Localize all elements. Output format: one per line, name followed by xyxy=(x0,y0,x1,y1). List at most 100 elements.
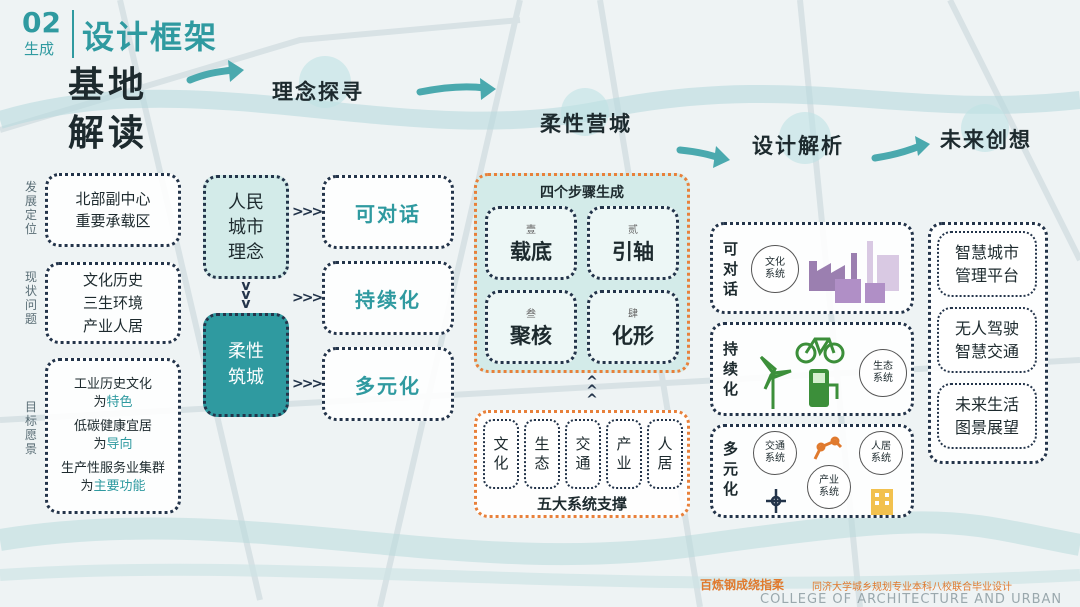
analysis-traffic-circle: 交通 系统 xyxy=(753,431,797,475)
goal-2-line: 低碳健康宜居 xyxy=(73,419,152,434)
analysis-culture-circle: 文化 系统 xyxy=(751,245,799,293)
step-card-4-num: 肆 xyxy=(628,308,638,320)
concept-people-city-text: 人民 城市 理念 xyxy=(228,191,264,263)
bicycle-icon xyxy=(795,337,845,364)
step-card-4: 肆 化形 xyxy=(587,290,679,364)
analysis-ecology-circle: 生态 系统 xyxy=(859,349,907,397)
system-culture-text: 文化 xyxy=(493,435,509,472)
site-box-positioning: 北部副中心 重要承载区 xyxy=(45,173,181,247)
goal-1-highlight: 特色 xyxy=(106,395,133,410)
concept-flexible-build: 柔性 筑城 xyxy=(203,313,289,417)
site-box-problems: 文化历史 三生环境 产业人居 xyxy=(45,262,181,344)
factory-icon xyxy=(809,241,899,303)
five-systems-panel: 文化 生态 交通 产业 人居 五大系统支撑 xyxy=(474,410,690,518)
label-problems: 现状问题 xyxy=(24,270,37,326)
step-card-3: 叁 聚核 xyxy=(485,290,577,364)
step-design-analysis: 设计解析 xyxy=(752,134,844,158)
analysis-diverse: 多 元 化 交通 系统 产业 系统 人居 系统 xyxy=(710,424,914,518)
section-sub: 生成 xyxy=(24,40,55,58)
step-card-2: 贰 引轴 xyxy=(587,206,679,280)
system-culture: 文化 xyxy=(483,419,519,489)
goal-3-highlight: 主要功能 xyxy=(93,479,146,494)
system-ecology-text: 生态 xyxy=(534,435,550,472)
future-autonomous-text: 无人驾驶 智慧交通 xyxy=(954,319,1019,361)
goal-1-prefix: 为 xyxy=(93,395,107,410)
concept-diverse: 多元化 xyxy=(322,347,454,421)
system-traffic-text: 交通 xyxy=(575,435,591,472)
site-box-problems-text: 文化历史 三生环境 产业人居 xyxy=(82,270,143,335)
section-number: 02 xyxy=(22,6,61,39)
step-card-1-label: 载底 xyxy=(510,239,552,264)
system-ecology: 生态 xyxy=(524,419,560,489)
label-development: 发展定位 xyxy=(24,180,37,236)
site-box-goals: 工业历史文化为特色 低碳健康宜居为导向 生产性服务业集群为主要功能 xyxy=(45,358,181,514)
four-steps-title: 四个步骤生成 xyxy=(540,185,624,201)
five-systems-title: 五大系统支撑 xyxy=(536,495,627,513)
goal-1-line: 工业历史文化 xyxy=(73,377,152,392)
analysis-industry-circle-text: 产业 系统 xyxy=(819,475,839,498)
system-living: 人居 xyxy=(647,419,683,489)
step-concept: 理念探寻 xyxy=(272,80,364,104)
goal-3-line: 生产性服务业集群 xyxy=(60,461,165,476)
analysis-diverse-label: 多 元 化 xyxy=(723,440,739,498)
concept-sustainable-text: 持续化 xyxy=(355,287,421,312)
system-industry-text: 产业 xyxy=(616,435,632,472)
chevron-up-icon: ^^^ xyxy=(586,374,598,408)
wind-turbine-icon xyxy=(759,355,792,409)
concept-dialogue-text: 可对话 xyxy=(355,201,421,226)
concept-flexible-build-text: 柔性 筑城 xyxy=(228,341,264,388)
analysis-traffic-circle-text: 交通 系统 xyxy=(765,441,785,464)
future-smart-city: 智慧城市 管理平台 xyxy=(937,231,1037,297)
signal-tower-icon xyxy=(766,489,786,513)
analysis-living-circle: 人居 系统 xyxy=(859,431,903,475)
system-industry: 产业 xyxy=(606,419,642,489)
label-vision: 目标愿景 xyxy=(24,400,37,456)
analysis-culture-circle-text: 文化 系统 xyxy=(765,257,785,280)
system-traffic: 交通 xyxy=(565,419,601,489)
step-card-1-num: 壹 xyxy=(526,224,536,236)
concept-sustainable: 持续化 xyxy=(322,261,454,335)
step-card-1: 壹 载底 xyxy=(485,206,577,280)
page-title: 设计框架 xyxy=(82,18,219,56)
step-site-reading: 基地 解读 xyxy=(68,65,149,154)
future-life-text: 未来生活 图景展望 xyxy=(954,395,1019,437)
concept-diverse-text: 多元化 xyxy=(355,373,421,398)
goal-2-prefix: 为 xyxy=(93,437,107,452)
step-card-3-label: 聚核 xyxy=(510,323,552,348)
step-future: 未来创想 xyxy=(940,128,1032,152)
analysis-sustainable: 持 续 化 生态 系统 xyxy=(710,322,914,416)
footer-slogan: 百炼钢成绕指柔 xyxy=(700,578,785,592)
arrow-right-1: >>> xyxy=(292,204,323,220)
footer-college: COLLEGE OF ARCHITECTURE AND URBAN xyxy=(760,592,1063,607)
analysis-industry-circle: 产业 系统 xyxy=(807,465,851,509)
step-card-2-num: 贰 xyxy=(628,224,638,236)
site-box-positioning-text: 北部副中心 重要承载区 xyxy=(75,190,151,230)
system-living-text: 人居 xyxy=(657,435,673,472)
step-card-3-num: 叁 xyxy=(526,308,536,320)
four-steps-panel: 四个步骤生成 壹 载底 贰 引轴 叁 聚核 肆 化形 xyxy=(474,173,690,373)
header-divider xyxy=(72,10,74,58)
step-flexible-city: 柔性营城 xyxy=(540,112,632,136)
analysis-dialogue: 可 对 话 文化 系统 xyxy=(710,222,914,314)
arrow-right-3: >>> xyxy=(292,376,323,392)
analysis-dialogue-label: 可 对 话 xyxy=(723,240,739,298)
goal-2: 低碳健康宜居为导向 xyxy=(74,418,152,454)
step-card-4-label: 化形 xyxy=(612,323,654,348)
goal-3: 生产性服务业集群为主要功能 xyxy=(61,460,165,496)
goal-3-prefix: 为 xyxy=(80,479,94,494)
concept-dialogue: 可对话 xyxy=(322,175,454,249)
ev-charger-icon xyxy=(809,369,839,407)
arrow-right-2: >>> xyxy=(292,290,323,306)
analysis-ecology-circle-text: 生态 系统 xyxy=(873,361,893,384)
analysis-sustainable-label: 持 续 化 xyxy=(723,340,739,398)
future-panel: 智慧城市 管理平台 无人驾驶 智慧交通 未来生活 图景展望 xyxy=(928,222,1048,464)
future-autonomous: 无人驾驶 智慧交通 xyxy=(937,307,1037,373)
goal-2-highlight: 导向 xyxy=(106,437,133,452)
future-smart-city-text: 智慧城市 管理平台 xyxy=(954,243,1019,285)
footer-school: 同济大学城乡规划专业本科八校联合毕业设计 xyxy=(812,582,1012,593)
concept-people-city: 人民 城市 理念 xyxy=(203,175,289,279)
step-card-2-label: 引轴 xyxy=(612,239,654,264)
future-life: 未来生活 图景展望 xyxy=(937,383,1037,449)
